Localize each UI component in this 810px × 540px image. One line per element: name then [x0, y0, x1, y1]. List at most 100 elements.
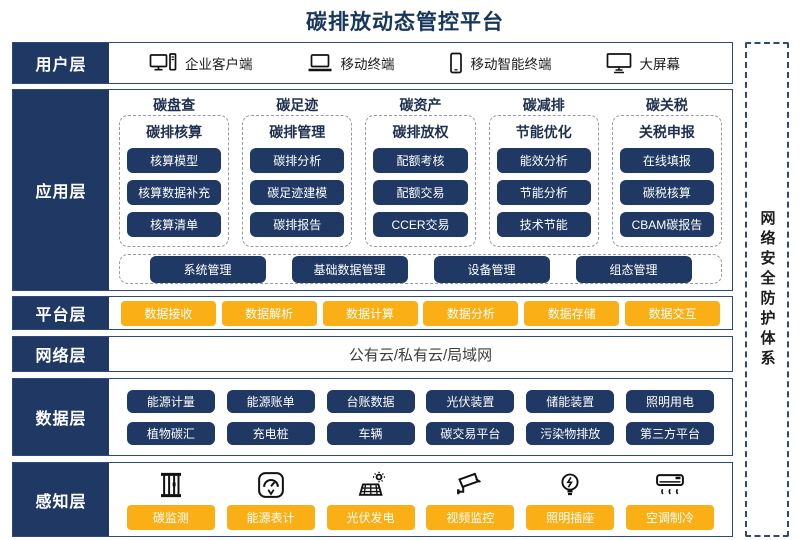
user-item-label: 大屏幕: [639, 57, 681, 72]
app-column-subtitle: 碳排核算: [146, 124, 203, 140]
user-item-label: 移动智能终端: [470, 57, 552, 72]
platform-chip: 数据接收: [120, 300, 216, 326]
app-column-subtitle: 节能优化: [515, 124, 572, 140]
sense-item-lighting-socket: 照明插座: [526, 470, 615, 530]
user-item-smart-mobile-terminal: 移动智能终端: [449, 52, 552, 74]
data-chip: 碳交易平台: [426, 421, 515, 445]
app-column-box: 节能优化 能效分析 节能分析 技术节能: [488, 115, 599, 247]
app-column-title: 碳足迹: [276, 97, 319, 113]
data-chip: 第三方平台: [626, 421, 715, 445]
sense-label: 视频监控: [426, 504, 515, 530]
layer-label-user: 用户层: [13, 43, 109, 83]
layer-label-network: 网络层: [13, 337, 109, 371]
module-chip: 碳排报告: [250, 212, 345, 237]
user-item-mobile-terminal: 移动终端: [307, 53, 395, 73]
app-column-box: 碳排管理 碳排分析 碳足迹建模 碳排报告: [242, 115, 353, 247]
application-columns: 碳盘查 碳排核算 核算模型 核算数据补充 核算清单 碳足迹 碳排管理 碳排分析 …: [119, 95, 723, 247]
sense-item-air-conditioning: 空调制冷: [626, 470, 715, 530]
architecture-diagram: 用户层 企业客户端: [12, 42, 733, 537]
data-chip: 储能装置: [526, 389, 615, 413]
app-column-box: 碳排放权 配额考核 配额交易 CCER交易: [365, 115, 476, 247]
network-layer-content: 公有云/私有云/局域网: [109, 337, 732, 371]
module-chip: 能效分析: [496, 148, 591, 173]
sense-item-carbon-monitoring: 碳监测: [126, 470, 215, 530]
layer-row-application: 应用层 碳盘查 碳排核算 核算模型 核算数据补充 核算清单 碳足迹 碳排管理: [12, 89, 733, 291]
smartphone-icon: [449, 52, 463, 74]
user-item-label: 移动终端: [340, 57, 395, 72]
page-title: 碳排放动态管控平台: [306, 11, 504, 34]
app-column-carbon-asset: 碳资产 碳排放权 配额考核 配额交易 CCER交易: [365, 95, 476, 247]
module-chip: 核算清单: [127, 212, 222, 237]
carbon-monitor-icon: [156, 470, 186, 500]
layer-row-perception: 感知层 碳监测: [12, 462, 733, 537]
module-chip: 组态管理: [575, 255, 692, 283]
data-chip: 植物碳汇: [126, 421, 215, 445]
sense-label: 照明插座: [526, 504, 615, 530]
app-column-subtitle: 关税申报: [638, 124, 695, 140]
module-chip: 核算数据补充: [127, 180, 222, 205]
user-item-enterprise-client: 企业客户端: [149, 52, 253, 74]
sense-label: 能源表计: [226, 504, 315, 530]
module-chip: 基础数据管理: [291, 255, 408, 283]
platform-chip: 数据解析: [221, 300, 317, 326]
layer-label-platform: 平台层: [13, 297, 109, 329]
app-column-box: 关税申报 在线填报 碳税核算 CBAM碳报告: [611, 115, 723, 247]
sense-item-energy-meter: 能源表计: [226, 470, 315, 530]
layer-row-user: 用户层 企业客户端: [12, 42, 733, 84]
module-chip: 配额考核: [373, 148, 468, 173]
app-column-subtitle: 碳排管理: [269, 124, 326, 140]
sense-label: 碳监测: [126, 504, 215, 530]
meter-gauge-icon: [256, 470, 286, 500]
app-column-carbon-tariff: 碳关税 关税申报 在线填报 碳税核算 CBAM碳报告: [611, 95, 723, 247]
data-row: 能源计量 能源账单 台账数据 光伏装置 储能装置 照明用电: [115, 389, 726, 413]
user-item-big-screen: 大屏幕: [606, 52, 681, 74]
light-bulb-icon: [556, 470, 584, 500]
user-item-label: 企业客户端: [185, 57, 253, 72]
module-chip: CCER交易: [373, 212, 468, 237]
bigscreen-icon: [606, 52, 632, 74]
app-column-carbon-footprint: 碳足迹 碳排管理 碳排分析 碳足迹建模 碳排报告: [242, 95, 353, 247]
sense-label: 空调制冷: [626, 504, 715, 530]
data-row: 植物碳汇 充电桩 车辆 碳交易平台 污染物排放 第三方平台: [115, 421, 726, 445]
data-chip: 台账数据: [326, 389, 415, 413]
app-column-carbon-reduction: 碳减排 节能优化 能效分析 节能分析 技术节能: [488, 95, 599, 247]
app-column-box: 碳排核算 核算模型 核算数据补充 核算清单: [119, 115, 230, 247]
data-chip: 污染物排放: [526, 421, 615, 445]
cctv-camera-icon: [454, 470, 486, 500]
sense-label: 光伏发电: [326, 504, 415, 530]
app-column-title: 碳关税: [645, 97, 688, 113]
module-chip: 节能分析: [496, 180, 591, 205]
module-chip: 配额交易: [373, 180, 468, 205]
air-conditioner-icon: [654, 470, 686, 500]
module-chip: 核算模型: [127, 148, 222, 173]
data-chip: 能源账单: [226, 389, 315, 413]
application-layer-content: 碳盘查 碳排核算 核算模型 核算数据补充 核算清单 碳足迹 碳排管理 碳排分析 …: [109, 90, 732, 290]
data-chip: 能源计量: [126, 389, 215, 413]
layer-row-network: 网络层 公有云/私有云/局域网: [12, 336, 733, 372]
app-column-carbon-inventory: 碳盘查 碳排核算 核算模型 核算数据补充 核算清单: [119, 95, 230, 247]
module-chip: CBAM碳报告: [619, 212, 715, 237]
module-chip: 碳足迹建模: [250, 180, 345, 205]
layer-label-application: 应用层: [13, 90, 109, 290]
app-column-title: 碳盘查: [153, 97, 196, 113]
platform-chip: 数据计算: [322, 300, 418, 326]
platform-chip: 数据存储: [524, 300, 620, 326]
security-system-label: 网络安全防护体系: [758, 209, 776, 370]
network-text: 公有云/私有云/局域网: [348, 346, 493, 364]
platform-chip: 数据分析: [423, 300, 519, 326]
platform-chip: 数据交互: [625, 300, 721, 326]
module-chip: 碳税核算: [619, 180, 715, 205]
desktop-icon: [149, 52, 177, 74]
layer-row-data: 数据层 能源计量 能源账单 台账数据 光伏装置 储能装置 照明用电 植物碳汇 充…: [12, 378, 733, 456]
layer-label-perception: 感知层: [13, 463, 109, 536]
laptop-icon: [307, 53, 333, 73]
data-layer-content: 能源计量 能源账单 台账数据 光伏装置 储能装置 照明用电 植物碳汇 充电桩 车…: [109, 379, 732, 455]
data-chip: 照明用电: [626, 389, 715, 413]
app-column-title: 碳资产: [399, 97, 442, 113]
perception-layer-content: 碳监测 能源表计: [109, 463, 732, 536]
solar-panel-icon: [355, 470, 387, 500]
module-chip: 系统管理: [149, 255, 266, 283]
app-column-title: 碳减排: [522, 97, 565, 113]
data-chip: 充电桩: [226, 421, 315, 445]
sense-item-solar-power: 光伏发电: [326, 470, 415, 530]
